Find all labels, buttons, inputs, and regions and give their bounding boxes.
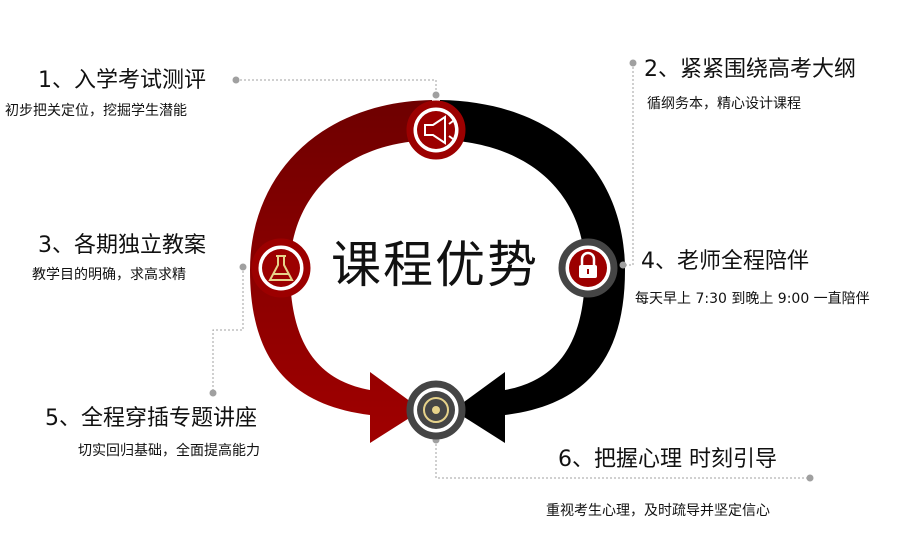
item-6-title: 6、把握心理 时刻引导 xyxy=(558,447,777,472)
black-arrow xyxy=(440,100,625,443)
disc-icon xyxy=(406,380,466,440)
item-2-title: 2、紧紧围绕高考大纲 xyxy=(644,57,856,82)
red-arrow xyxy=(250,100,432,443)
connector-1 xyxy=(236,79,437,95)
center-title: 课程优势 xyxy=(331,236,539,294)
connector-6 xyxy=(435,440,810,479)
connector-dot xyxy=(629,59,637,67)
item-3-desc: 教学目的明确，求高求精 xyxy=(32,267,186,283)
item-2-desc: 循纲务本，精心设计课程 xyxy=(647,96,801,112)
connector-dot xyxy=(239,263,247,271)
item-1-desc: 初步把关定位，挖掘学生潜能 xyxy=(5,103,187,119)
connector-dots xyxy=(209,59,814,482)
item-3-title: 3、各期独立教案 xyxy=(38,233,206,258)
megaphone-icon xyxy=(406,100,466,160)
lock-icon xyxy=(558,238,618,298)
item-5-desc: 切实回归基础，全面提高能力 xyxy=(78,443,260,459)
connector-dot xyxy=(232,76,240,84)
connector-2 xyxy=(623,63,634,266)
connector-dot xyxy=(432,91,440,99)
connector-dot xyxy=(619,261,627,269)
connector-dot xyxy=(806,474,814,482)
flask-icon xyxy=(251,238,311,298)
item-4-title: 4、老师全程陪伴 xyxy=(641,249,809,274)
item-5-title: 5、全程穿插专题讲座 xyxy=(45,406,257,431)
connector-dot xyxy=(209,389,217,397)
item-6-desc: 重视考生心理，及时疏导并坚定信心 xyxy=(546,503,770,519)
item-1-title: 1、入学考试测评 xyxy=(38,68,206,93)
connector-3 xyxy=(212,267,244,393)
item-4-desc: 每天早上 7:30 到晚上 9:00 一直陪伴 xyxy=(635,291,870,307)
